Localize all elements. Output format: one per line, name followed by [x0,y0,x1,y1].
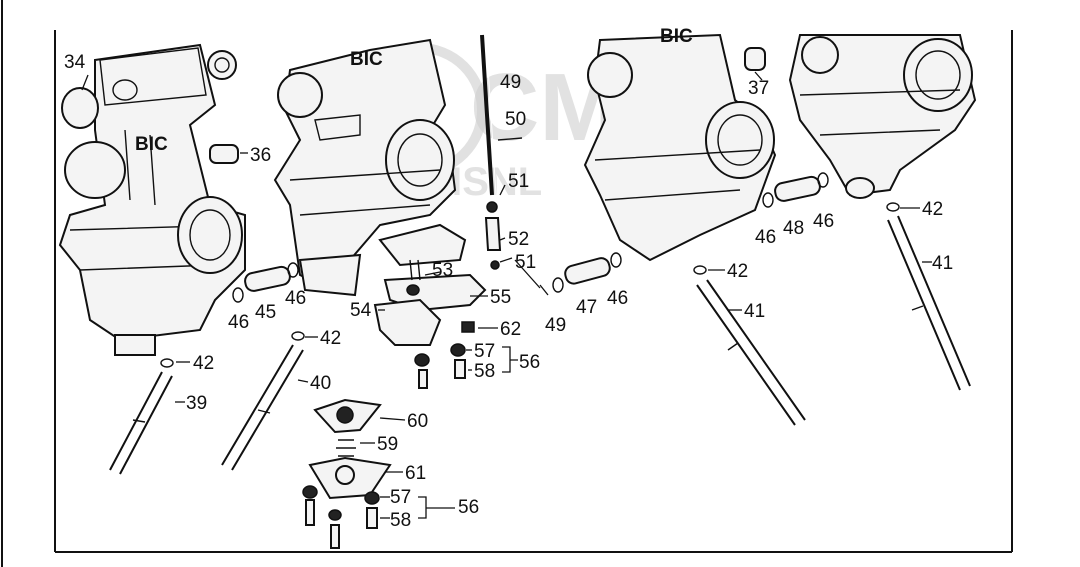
callout-48: 48 [783,218,804,239]
diagram-border [1,0,1013,567]
callout-42: 42 [320,328,341,349]
diaphragm-cover-assembly [302,398,392,549]
callout-39: 39 [186,393,207,414]
callout-36: 36 [250,145,271,166]
needle-assembly [480,34,523,270]
callout-46: 46 [228,312,249,333]
leader-lines [81,71,932,519]
callout-37: 37 [748,78,769,99]
callout-60: 60 [407,411,428,432]
callout-47: 47 [576,297,597,318]
callout-58: 58 [474,361,495,382]
callout-56: 56 [458,497,479,518]
carburetor-3: BIC [583,26,777,262]
callout-42: 42 [193,353,214,374]
callout-41: 41 [744,301,765,322]
callout-61: 61 [405,463,426,484]
carburetor-4 [788,34,977,199]
callout-56: 56 [519,352,540,373]
callout-labels: 34 36 37 39 40 41 41 42 42 42 42 45 46 4… [64,52,953,531]
callout-40: 40 [310,373,331,394]
callout-34: 34 [64,52,86,73]
sleeve-37 [744,47,766,71]
callout-53: 53 [432,260,453,281]
callout-51: 51 [508,171,529,192]
brand-mark-1: BIC [135,134,168,155]
callout-57: 57 [474,341,495,362]
float-assembly [373,223,487,346]
callout-52: 52 [508,229,529,250]
washer-57-center [450,343,466,357]
carburetor-1: BIC [58,43,246,356]
callout-42: 42 [922,199,943,220]
callout-58: 58 [390,510,411,531]
callout-46: 46 [607,288,628,309]
tube-47 [564,257,611,285]
callout-49: 49 [500,72,521,93]
brand-mark-3: BIC [660,26,693,47]
callout-59: 59 [377,434,398,455]
callout-46: 46 [285,288,306,309]
callout-62: 62 [500,319,521,340]
screw-58-center [454,359,466,379]
callout-42: 42 [727,261,748,282]
hoses [109,202,971,475]
callout-57: 57 [390,487,411,508]
sleeve-36 [209,144,239,164]
cap-34 [61,87,99,129]
callout-46: 46 [755,227,776,248]
ring-part [207,50,237,80]
callout-55: 55 [490,287,511,308]
callout-50: 50 [505,109,526,130]
brand-mark-2: BIC [350,49,383,70]
carburetor-2: BIC [273,38,457,297]
callout-51: 51 [515,252,536,273]
tube-48 [774,175,821,202]
callout-49: 49 [545,315,566,336]
screw-62 [461,321,475,333]
callout-46: 46 [813,211,834,232]
callout-54: 54 [350,300,372,321]
callout-41: 41 [932,253,953,274]
callout-45: 45 [255,302,276,323]
